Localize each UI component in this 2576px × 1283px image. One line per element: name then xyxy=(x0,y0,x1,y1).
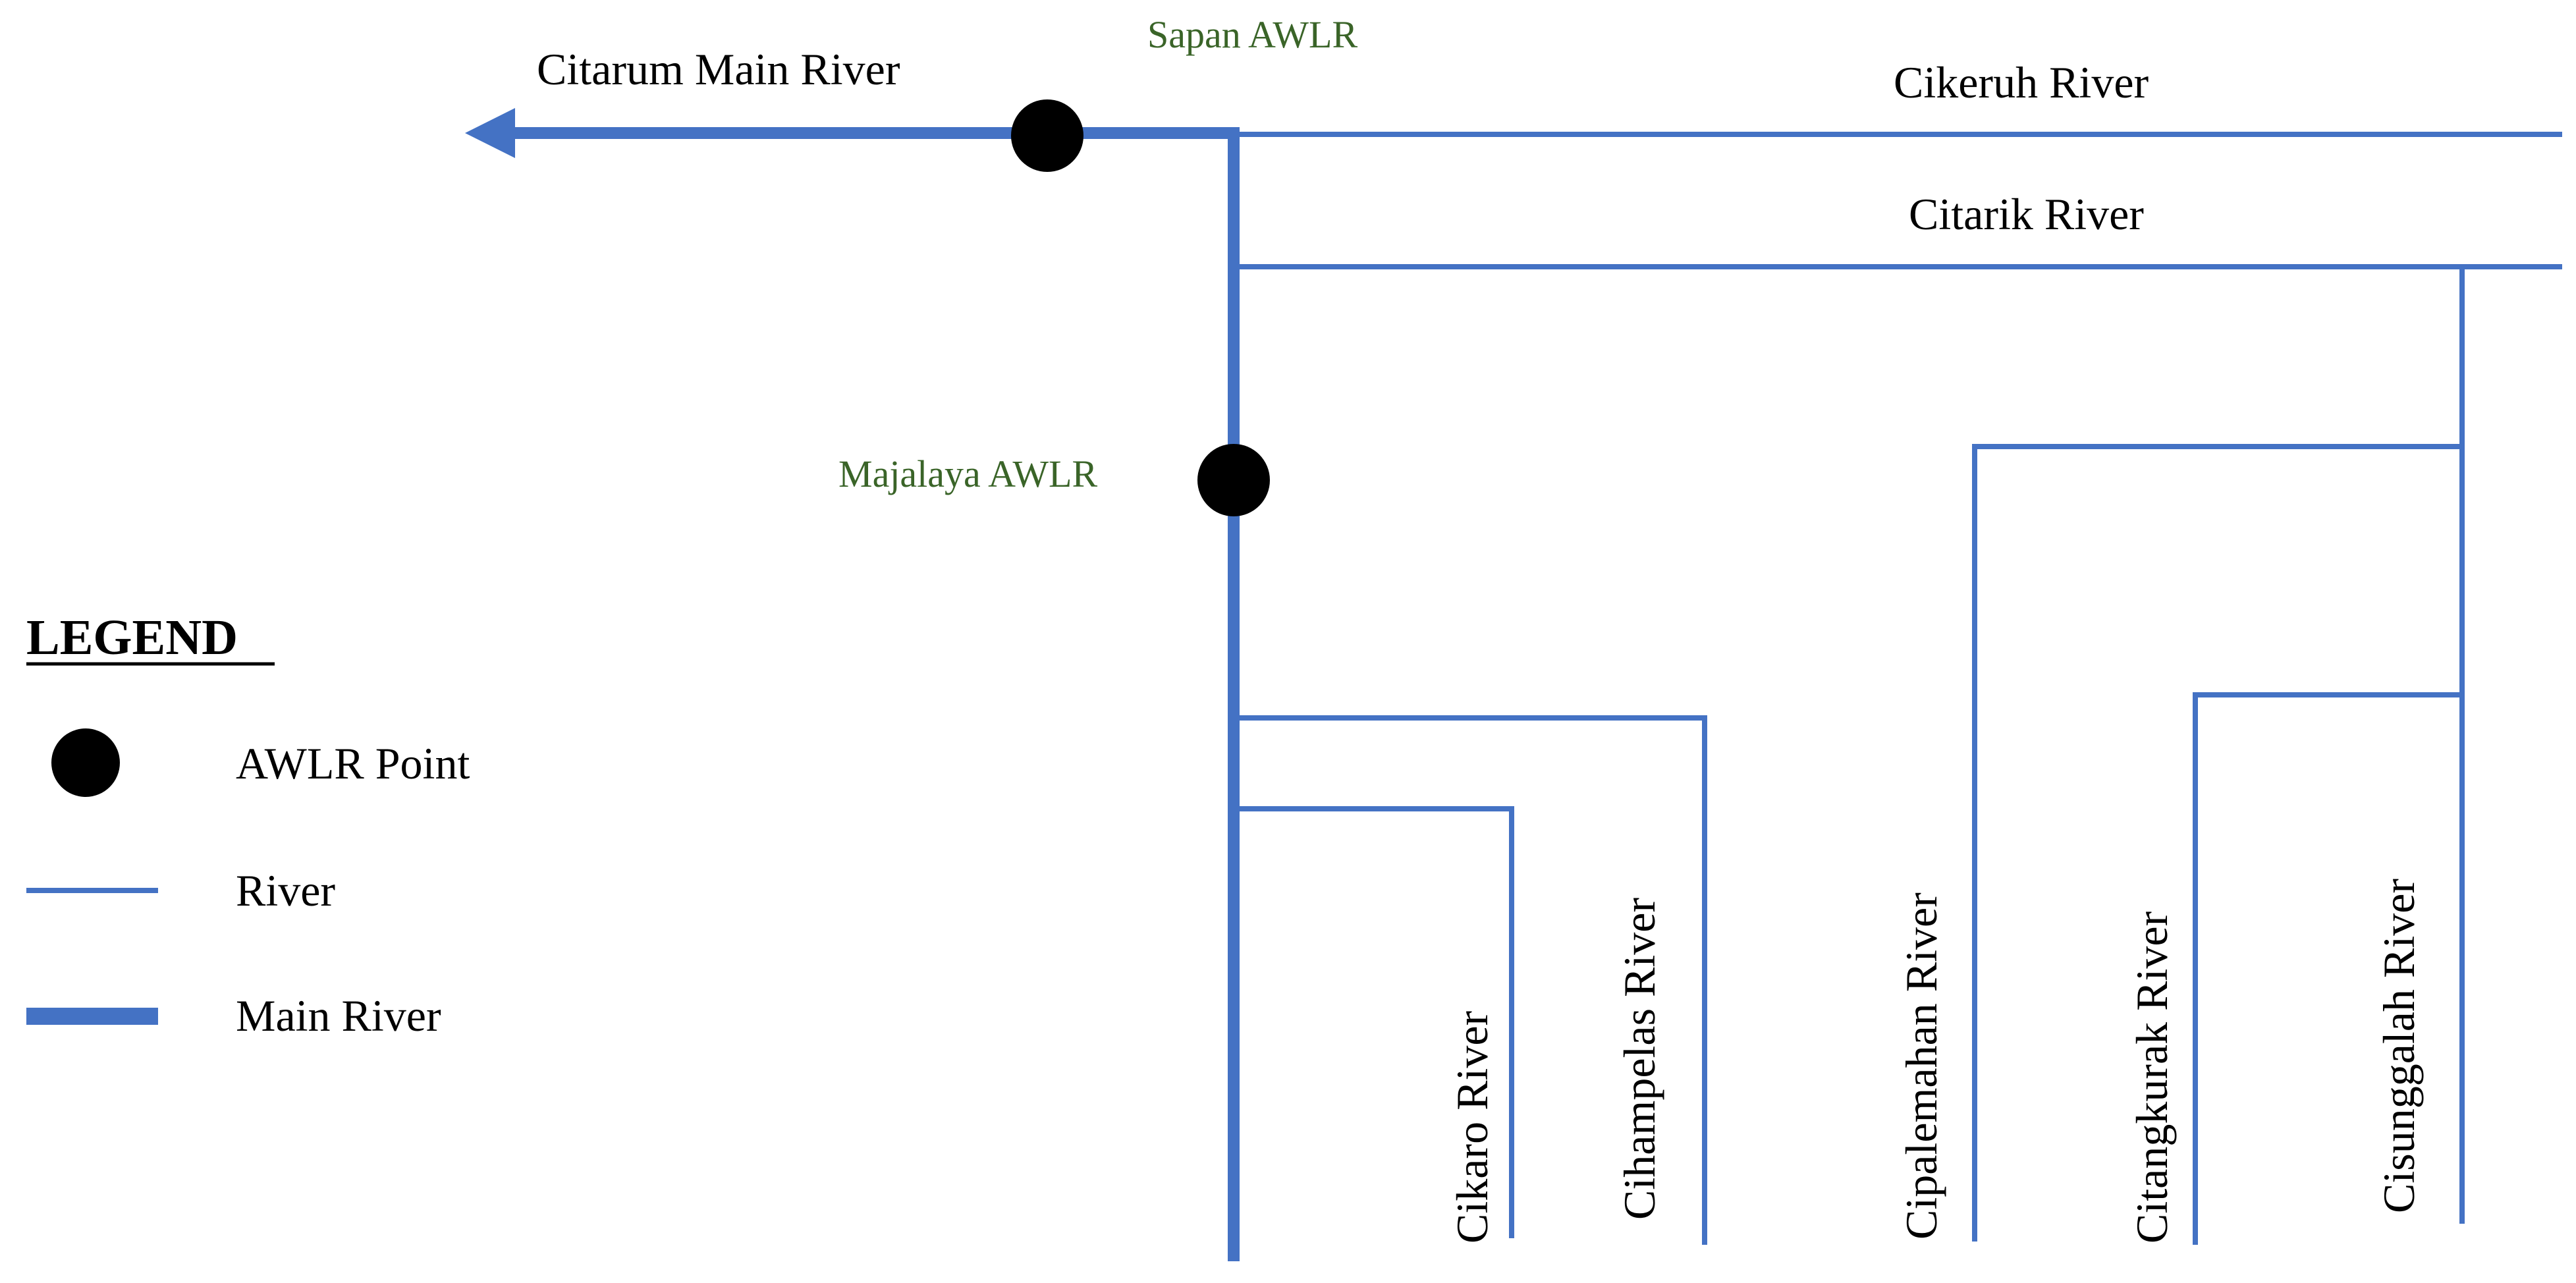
legend: LEGEND AWLR Point River Main River xyxy=(26,610,470,1041)
citarum-main-river-label: Citarum Main River xyxy=(537,44,900,94)
cipalemahan-river-line xyxy=(1972,444,2462,1242)
legend-main-river-label: Main River xyxy=(236,991,441,1041)
legend-river-label: River xyxy=(236,865,335,915)
sapan-awlr-label: Sapan AWLR xyxy=(1147,13,1357,56)
cikaro-river-line xyxy=(1240,806,1514,1238)
citangkurak-river-line xyxy=(2193,692,2462,1245)
tributaries xyxy=(1240,132,2562,1245)
cipalemahan-river-label: Cipalemahan River xyxy=(1896,892,1946,1240)
cihampelas-river-line xyxy=(1240,715,1707,1245)
citarik-river-label: Citarik River xyxy=(1909,189,2144,239)
legend-awlr-point-label: AWLR Point xyxy=(236,738,470,788)
flow-arrow-icon xyxy=(465,108,515,158)
cikaro-river-label: Cikaro River xyxy=(1447,1010,1497,1243)
awlr-point-icon xyxy=(51,728,120,797)
main-river xyxy=(465,108,1240,1261)
majalaya-awlr-label: Majalaya AWLR xyxy=(838,452,1097,495)
majalaya-awlr-point xyxy=(1197,444,1270,516)
cihampelas-river-label: Cihampelas River xyxy=(1614,898,1664,1220)
sapan-awlr-point xyxy=(1011,99,1083,172)
citangkurak-river-label: Citangkurak River xyxy=(2127,911,2177,1243)
cikeruh-river-label: Cikeruh River xyxy=(1894,57,2149,107)
legend-title: LEGEND xyxy=(26,610,238,665)
cisunggalah-river-label: Cisunggalah River xyxy=(2374,879,2424,1213)
